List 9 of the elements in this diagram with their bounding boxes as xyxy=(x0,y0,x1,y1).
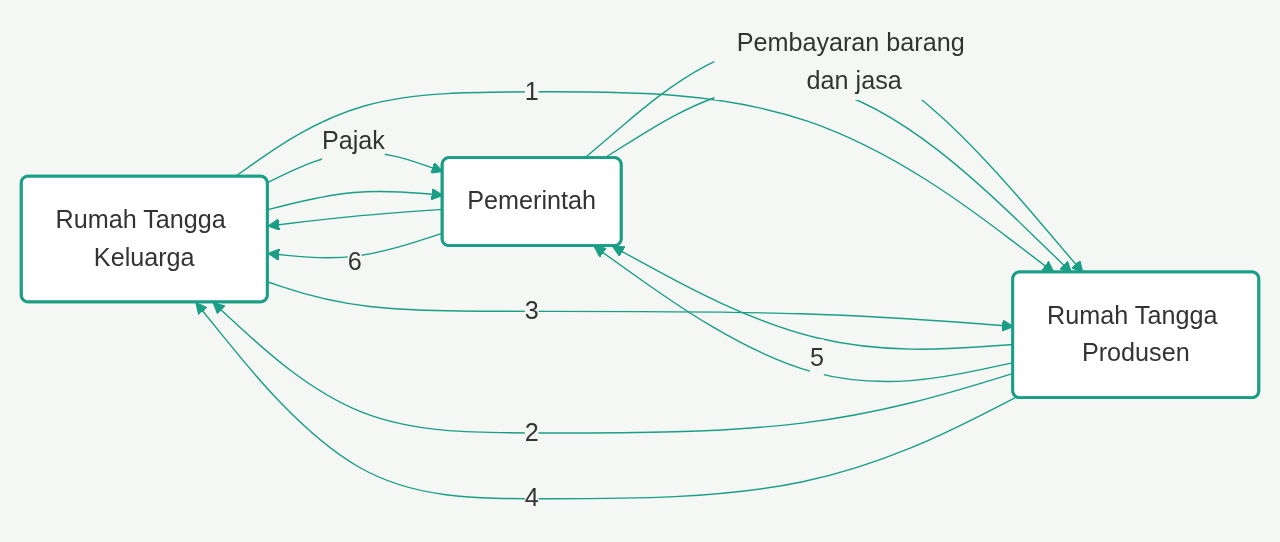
arrow xyxy=(195,302,1018,500)
edge-label: 6 xyxy=(347,247,362,276)
edge-label: 5 xyxy=(809,343,824,372)
edge-label: Pajak xyxy=(321,126,385,155)
edge-label: 1 xyxy=(524,77,539,106)
edge-label: Pembayaran barang dan jasa xyxy=(736,28,965,95)
edge-label: 3 xyxy=(524,296,539,325)
edge-label: 2 xyxy=(524,418,539,447)
edge-label: 4 xyxy=(524,484,539,513)
